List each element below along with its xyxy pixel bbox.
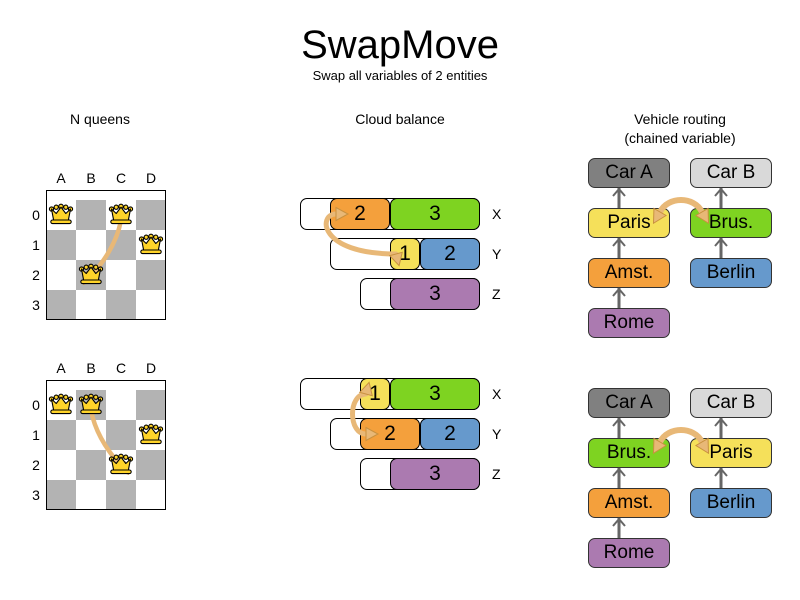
customer-node[interactable]: Rome (588, 538, 670, 568)
chessboard-after: A B C D 0 1 2 3 (32, 360, 166, 520)
board-row-label: 2 (32, 457, 40, 473)
board-column-label: D (145, 360, 157, 376)
board-column-label: C (115, 170, 127, 186)
board-row-label: 0 (32, 207, 40, 223)
board-cell[interactable] (46, 200, 76, 230)
board-cell[interactable] (136, 230, 166, 260)
board-cell[interactable] (46, 450, 76, 480)
section-heading-vehicle-routing: Vehicle routing (chained variable) (580, 110, 780, 148)
board-row-label: 2 (32, 267, 40, 283)
board-cell[interactable] (136, 420, 166, 450)
board-column-label: A (56, 170, 66, 186)
board-column-label: A (56, 360, 66, 376)
board-row-label: 0 (32, 397, 40, 413)
board-cell[interactable] (106, 290, 136, 320)
section-heading-cloud-balance: Cloud balance (355, 111, 445, 127)
board-cell[interactable] (46, 420, 76, 450)
board-cell[interactable] (46, 390, 76, 420)
board-cell[interactable] (76, 260, 106, 290)
board-cell[interactable] (46, 290, 76, 320)
cloud-process[interactable]: 2 (330, 198, 390, 230)
cloud-computer-label: X (492, 386, 502, 402)
board-column-label: B (86, 170, 96, 186)
board-cell[interactable] (46, 260, 76, 290)
board-cell[interactable] (136, 480, 166, 510)
section-heading-vehicle-routing-line1: Vehicle routing (634, 111, 726, 127)
cloud-process[interactable]: 3 (390, 458, 480, 490)
board-cell[interactable] (76, 290, 106, 320)
customer-node[interactable]: Paris (690, 438, 772, 468)
board-column-label: C (115, 360, 127, 376)
cloud-computer-label: Y (492, 246, 502, 262)
cloud-computer-label: Y (492, 426, 502, 442)
board-cell[interactable] (76, 390, 106, 420)
cloud-process[interactable]: 3 (390, 378, 480, 410)
customer-node[interactable]: Brus. (588, 438, 670, 468)
cloud-process[interactable]: 1 (390, 238, 420, 270)
vehicle-node[interactable]: Car B (690, 388, 772, 418)
cloud-process[interactable]: 3 (390, 278, 480, 310)
board-cell[interactable] (46, 230, 76, 260)
board-cell[interactable] (106, 420, 136, 450)
board-row-label: 1 (32, 427, 40, 443)
board-cell[interactable] (46, 480, 76, 510)
board-cell[interactable] (76, 480, 106, 510)
cloud-computer-label: Z (492, 286, 501, 302)
board-cell[interactable] (106, 450, 136, 480)
board-row-label: 3 (32, 297, 40, 313)
customer-node[interactable]: Paris (588, 208, 670, 238)
page-title: SwapMove (301, 23, 499, 67)
cloud-process[interactable]: 2 (420, 418, 480, 450)
vehicle-node[interactable]: Car A (588, 158, 670, 188)
customer-node[interactable]: Amst. (588, 488, 670, 518)
board-cell[interactable] (76, 450, 106, 480)
board-cell[interactable] (106, 200, 136, 230)
board-row-label: 1 (32, 237, 40, 253)
board-cell[interactable] (106, 480, 136, 510)
cloud-process[interactable]: 2 (420, 238, 480, 270)
board-cell[interactable] (136, 390, 166, 420)
section-heading-nqueens: N queens (70, 111, 130, 127)
board-cell[interactable] (76, 420, 106, 450)
board-cell[interactable] (106, 260, 136, 290)
board-column-label: B (86, 360, 96, 376)
customer-node[interactable]: Berlin (690, 488, 772, 518)
customer-node[interactable]: Berlin (690, 258, 772, 288)
board-cell[interactable] (136, 260, 166, 290)
board-cell[interactable] (76, 200, 106, 230)
board-cell[interactable] (106, 390, 136, 420)
board-column-label: D (145, 170, 157, 186)
customer-node[interactable]: Brus. (690, 208, 772, 238)
page-subtitle: Swap all variables of 2 entities (312, 68, 488, 83)
customer-node[interactable]: Amst. (588, 258, 670, 288)
customer-node[interactable]: Rome (588, 308, 670, 338)
board-cell[interactable] (136, 450, 166, 480)
vehicle-node[interactable]: Car B (690, 158, 772, 188)
chessboard-before: A B C D 0 1 2 3 (32, 170, 166, 330)
board-row-label: 3 (32, 487, 40, 503)
board-cell[interactable] (136, 200, 166, 230)
board-cell[interactable] (106, 230, 136, 260)
cloud-process[interactable]: 1 (360, 378, 390, 410)
cloud-computer-label: Z (492, 466, 501, 482)
cloud-computer-label: X (492, 206, 502, 222)
board-cell[interactable] (136, 290, 166, 320)
vehicle-node[interactable]: Car A (588, 388, 670, 418)
board-cell[interactable] (76, 230, 106, 260)
cloud-process[interactable]: 3 (390, 198, 480, 230)
section-heading-vehicle-routing-line2: (chained variable) (624, 130, 736, 146)
cloud-process[interactable]: 2 (360, 418, 420, 450)
